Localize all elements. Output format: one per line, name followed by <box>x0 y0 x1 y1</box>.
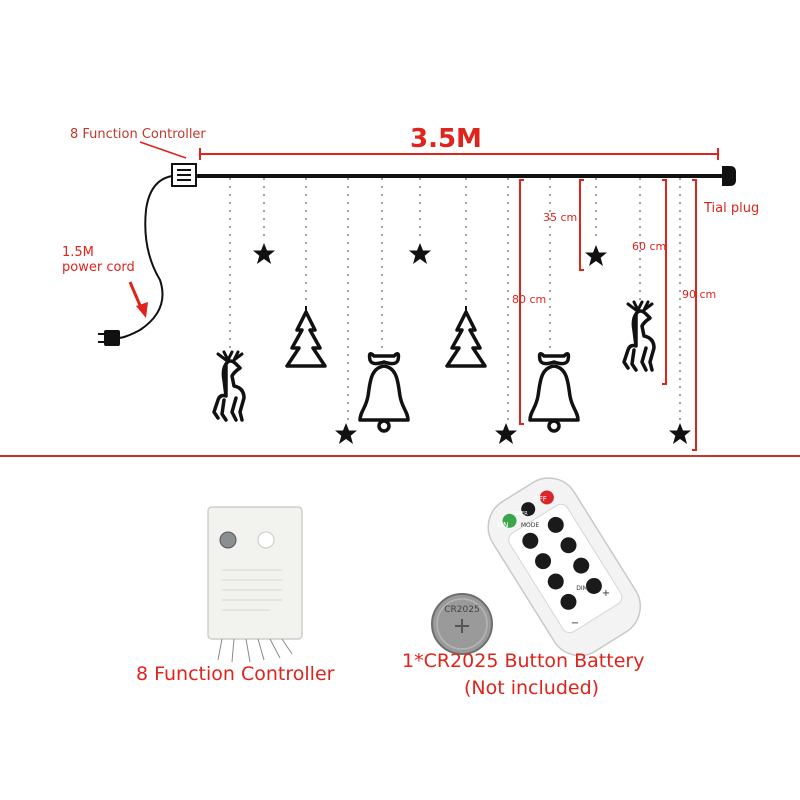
remote-labels: ON TIMER OFF MODE DIM + − <box>498 495 611 629</box>
battery-icon: CR2025 <box>431 593 493 655</box>
remote-timer-label: TIMER <box>511 511 528 517</box>
length-label: 3.5M <box>410 124 482 154</box>
battery-note: (Not included) <box>464 677 600 699</box>
battery-caption: 1*CR2025 Button Battery <box>402 650 645 672</box>
remote-on-label: ON <box>498 521 509 529</box>
controller-unit <box>207 506 303 663</box>
svg-text:CR2025: CR2025 <box>444 605 479 615</box>
ir-receiver-icon <box>257 531 275 549</box>
power-cord-length: 1.5M <box>62 245 94 260</box>
dimension-90cm: 90 cm <box>682 288 717 301</box>
dimension-80cm: 80 cm <box>512 293 547 306</box>
controller-label: 8 Function Controller <box>70 127 206 142</box>
power-plug-icon <box>104 330 120 346</box>
controller-leader <box>139 141 187 159</box>
controller-caption: 8 Function Controller <box>136 663 335 685</box>
power-cord <box>117 175 173 339</box>
led-strands <box>229 178 681 420</box>
remote-dim-label: DIM <box>576 585 588 592</box>
tail-plug-label: Tial plug <box>704 201 760 216</box>
off-button-icon <box>539 490 554 505</box>
tail-plug-icon <box>722 166 736 186</box>
timer-button-icon <box>521 502 536 517</box>
on-button-icon <box>502 513 517 528</box>
remote-plus-label: + <box>602 588 610 599</box>
remote-control <box>487 477 641 657</box>
power-cord-label: power cord <box>62 260 135 275</box>
remote-off-label: OFF <box>533 495 547 503</box>
remote-mode-label: MODE <box>521 522 540 529</box>
dimension-60cm: 60 cm <box>632 240 667 253</box>
dimension-35cm: 35 cm <box>543 211 578 224</box>
mode-button-icon <box>219 531 237 549</box>
section-divider <box>0 455 800 457</box>
length-markers <box>519 179 697 451</box>
remote-minus-label: − <box>571 618 579 629</box>
